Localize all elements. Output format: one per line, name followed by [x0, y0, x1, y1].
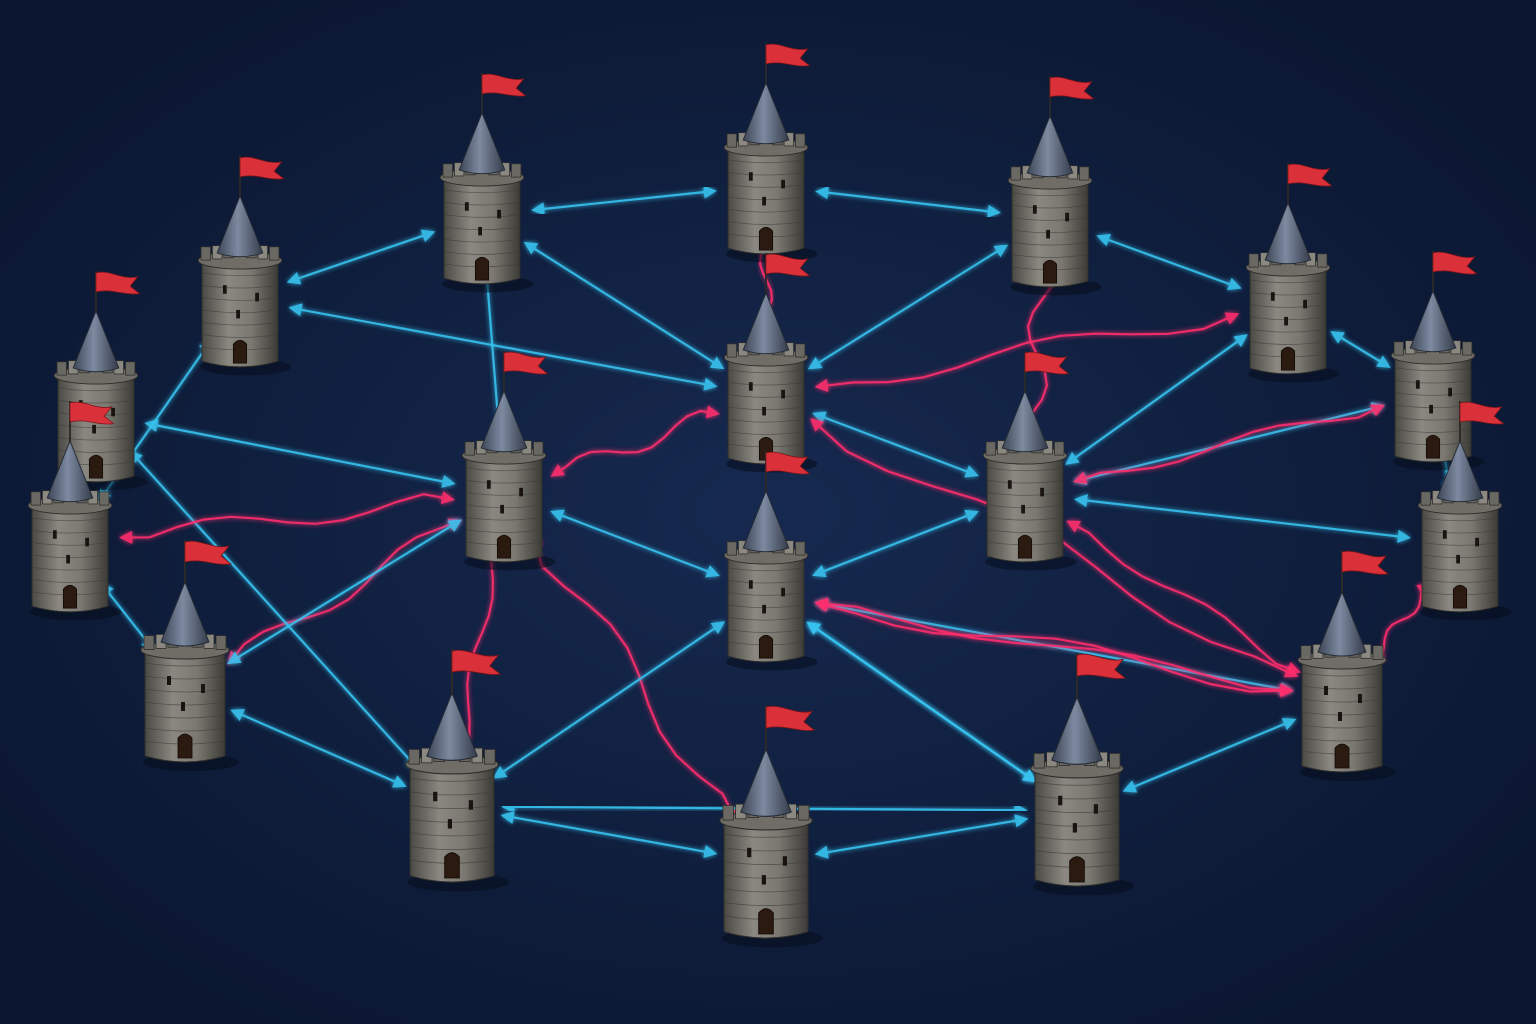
castle-tower-icon — [53, 270, 148, 491]
red-pennant-icon — [95, 270, 141, 313]
red-pennant-icon — [481, 72, 527, 115]
red-pennant-icon — [1049, 75, 1095, 118]
blue-link-arrow — [1122, 717, 1297, 793]
red-pennant-icon — [1024, 350, 1070, 393]
blue-link-arrow — [806, 621, 1037, 783]
castle-tower-icon — [27, 400, 122, 621]
red-pennant-icon — [1341, 550, 1389, 594]
red-pennant-icon — [239, 155, 285, 198]
blue-link-arrow — [1096, 233, 1242, 291]
blue-link-arrow — [531, 185, 717, 216]
tower-door-icon — [177, 733, 193, 759]
tower-door-icon — [62, 584, 78, 609]
tower-door-icon — [1280, 346, 1296, 371]
red-pennant-icon — [69, 400, 115, 443]
links-layer — [98, 185, 1456, 859]
castle-tower-icon — [723, 252, 818, 473]
blue-link-arrow — [227, 519, 462, 665]
blue-link-arrow — [286, 229, 436, 285]
red-pennant-icon — [503, 350, 549, 393]
blue-link-arrow — [814, 814, 1029, 859]
red-link-arrow — [1370, 583, 1431, 662]
red-pennant-icon — [765, 252, 811, 295]
tower-door-icon — [232, 339, 248, 364]
castle-tower-icon — [461, 350, 556, 571]
castle-tower-icon — [723, 450, 818, 671]
tower-door-icon — [88, 454, 104, 479]
tower-door-icon — [1334, 743, 1350, 769]
blue-link-arrow — [1330, 331, 1391, 368]
tower-door-icon — [444, 852, 460, 879]
castle-tower-icon — [439, 72, 534, 293]
tower-door-icon — [1017, 534, 1033, 559]
tower-door-icon — [758, 634, 774, 659]
blue-link-arrow — [500, 810, 718, 859]
castle-tower-icon — [719, 705, 823, 948]
tower-door-icon — [1452, 584, 1468, 609]
castle-tower-icon — [1297, 550, 1396, 781]
castle-tower-icon — [1245, 162, 1340, 383]
towers-layer — [27, 42, 1512, 948]
tower-door-icon — [474, 256, 490, 281]
castle-tower-icon — [982, 350, 1077, 571]
tower-door-icon — [1425, 434, 1441, 459]
red-link-arrow — [459, 542, 500, 758]
tower-door-icon — [758, 226, 774, 251]
castle-tower-icon — [140, 540, 239, 771]
red-pennant-icon — [764, 705, 816, 752]
red-pennant-icon — [765, 42, 811, 85]
red-pennant-icon — [1432, 250, 1478, 293]
castle-tower-icon — [405, 649, 509, 892]
red-pennant-icon — [765, 450, 811, 493]
castle-tower-icon — [1390, 250, 1485, 471]
tower-door-icon — [758, 908, 774, 935]
tower-door-icon — [496, 534, 512, 559]
red-pennant-icon — [1075, 653, 1127, 700]
castle-tower-icon — [197, 155, 292, 376]
tower-door-icon — [1069, 856, 1085, 883]
red-pennant-icon — [450, 649, 502, 696]
tower-door-icon — [1042, 259, 1058, 284]
red-link-arrow — [1072, 404, 1385, 485]
blue-link-arrow — [230, 708, 407, 788]
red-pennant-icon — [1287, 162, 1333, 205]
red-pennant-icon — [184, 540, 232, 584]
red-pennant-icon — [1459, 400, 1505, 443]
blue-link-arrow — [815, 186, 1001, 218]
red-link-arrow — [550, 405, 720, 477]
castle-tower-icon — [1007, 75, 1102, 296]
blue-link-arrow — [492, 621, 726, 779]
castle-tower-icon — [1030, 653, 1134, 896]
blue-link-arrow — [523, 241, 725, 370]
castle-tower-icon — [723, 42, 818, 263]
castle-tower-icon — [1417, 400, 1512, 621]
